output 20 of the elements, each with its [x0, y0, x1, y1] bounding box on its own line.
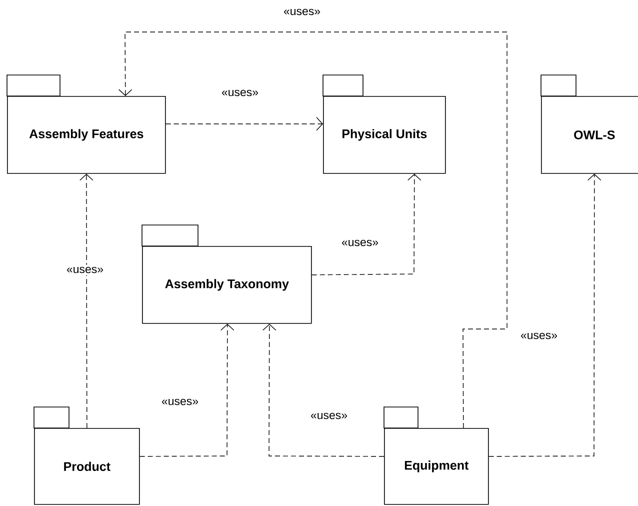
- dependency-arrow: [262, 324, 384, 457]
- edge-label: «uses»: [281, 6, 323, 18]
- edge-label: «uses»: [64, 264, 106, 276]
- edge-label: «uses»: [308, 410, 350, 422]
- edge-label: «uses»: [159, 396, 201, 408]
- dependency-arrow: [311, 174, 422, 276]
- package-box: Product: [34, 406, 140, 505]
- package-box: OWL-S: [540, 74, 638, 174]
- dependency-arrow: [118, 32, 508, 428]
- package-box: Physical Units: [322, 74, 446, 174]
- dependency-arrow: [165, 117, 323, 131]
- package-box: Equipment: [384, 406, 489, 505]
- edge-label: «uses»: [219, 88, 261, 98]
- dependency-arrow: [139, 324, 234, 457]
- package-box: Assembly Taxonomy: [142, 224, 312, 324]
- edge-label: «uses»: [518, 330, 560, 342]
- dependency-arrow: [488, 174, 602, 457]
- dependency-arrow: [80, 174, 94, 428]
- package-box: Assembly Features: [6, 74, 166, 174]
- edge-label: «uses»: [339, 238, 381, 248]
